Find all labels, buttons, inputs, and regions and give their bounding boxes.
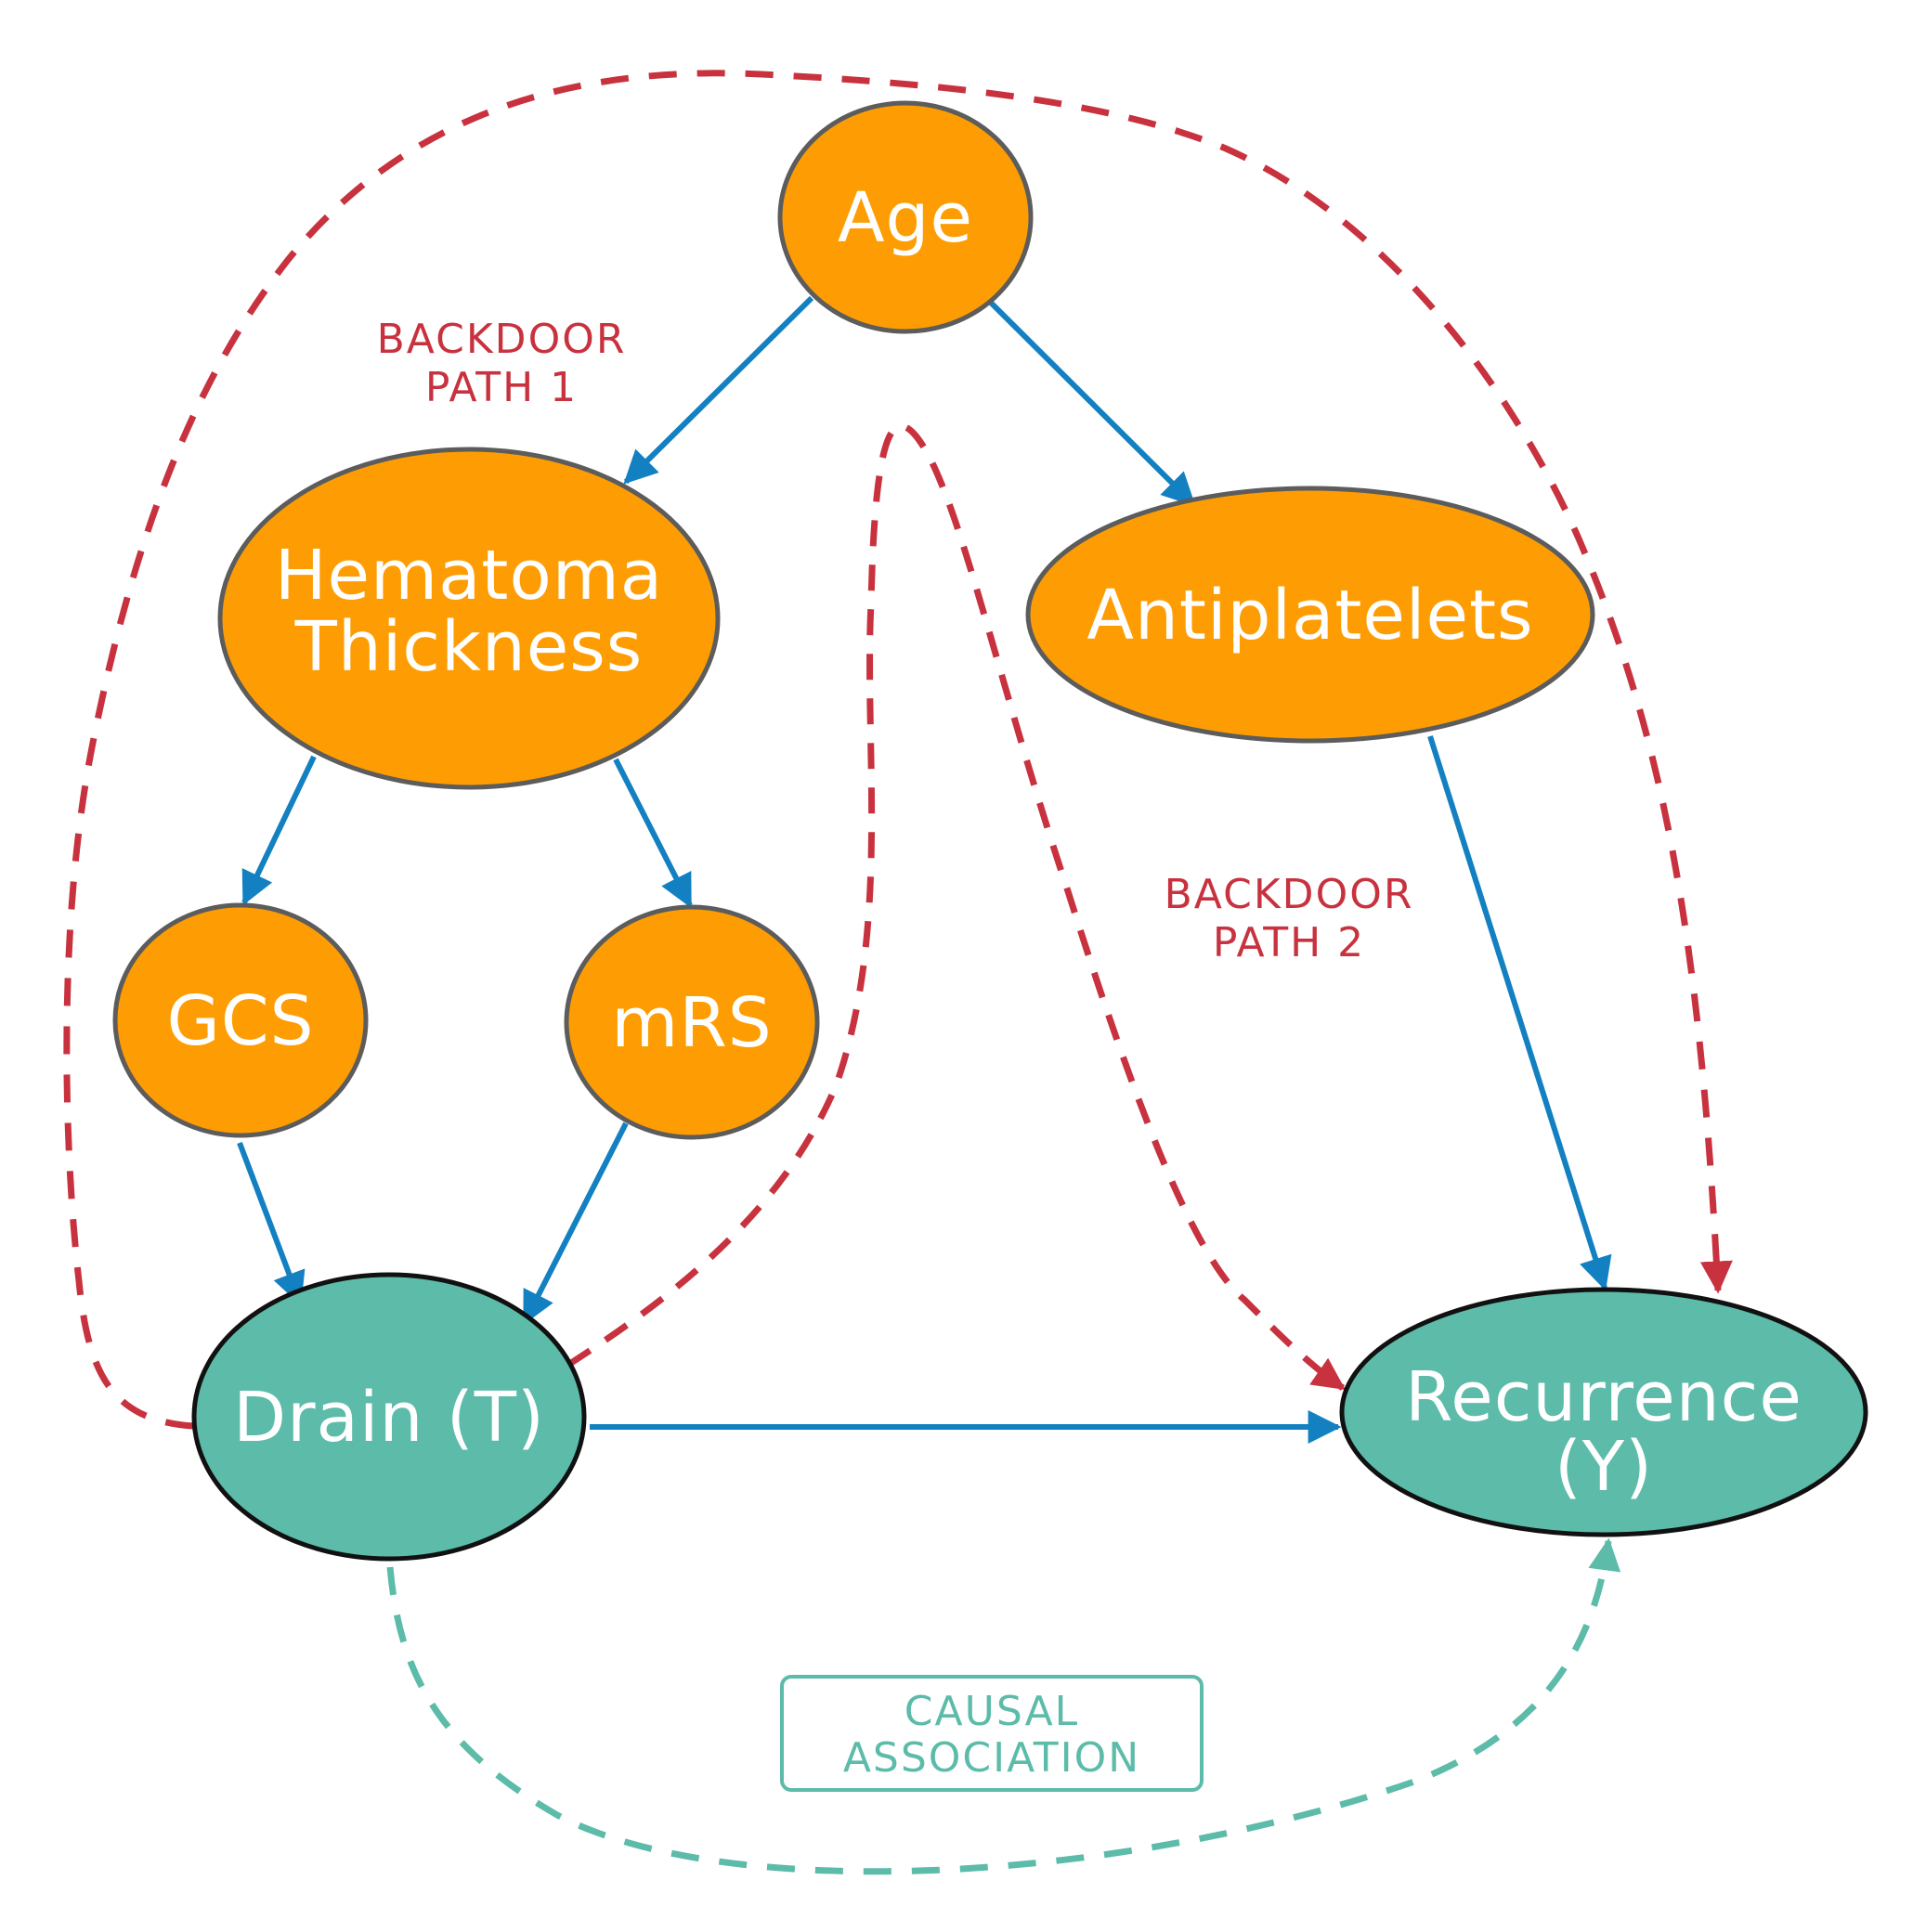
backdoor-path-2-label-line1: BACKDOOR: [1165, 871, 1414, 918]
node-hematoma-thickness: Hematoma Thickness: [217, 447, 721, 790]
backdoor-path-1-label: BACKDOOR PATH 1: [377, 316, 627, 411]
backdoor-path-2-label: BACKDOOR PATH 2: [1165, 871, 1414, 966]
edge-antiplatelets-recurrence: [1427, 735, 1612, 1291]
backdoor-path-2: [566, 422, 1346, 1391]
node-gcs-label: GCS: [167, 981, 315, 1061]
node-antiplatelets-label: Antiplatelets: [1087, 576, 1533, 655]
node-hematoma-label-line1: Hematoma: [275, 536, 663, 616]
node-age-label: Age: [838, 178, 973, 258]
node-drain-treatment: Drain (T): [191, 1272, 587, 1562]
causal-association-label-line2: ASSOCIATION: [843, 1734, 1140, 1782]
node-recurrence-label-line1: Recurrence: [1405, 1357, 1802, 1437]
edge-age-antiplatelets: [986, 298, 1196, 507]
node-mrs-label: mRS: [611, 983, 772, 1063]
edge-hematoma-mrs: [613, 758, 693, 909]
edge-gcs-drain: [237, 1141, 306, 1306]
edge-mrs-drain: [522, 1122, 629, 1326]
node-drain-label: Drain (T): [233, 1378, 545, 1458]
node-mrs: mRS: [564, 904, 820, 1140]
backdoor-path-1-label-line1: BACKDOOR: [377, 316, 627, 363]
node-recurrence-label-line2: (Y): [1555, 1427, 1653, 1507]
backdoor-path-1: [63, 70, 1733, 1430]
node-antiplatelets: Antiplatelets: [1025, 486, 1595, 744]
edge-age-hematoma: [623, 295, 814, 485]
node-recurrence-outcome: Recurrence (Y): [1339, 1287, 1868, 1537]
causal-association-label: CAUSAL ASSOCIATION: [780, 1675, 1204, 1792]
backdoor-path-2-label-line2: PATH 2: [1213, 919, 1365, 966]
node-gcs: GCS: [112, 902, 369, 1138]
causal-association-label-line1: CAUSAL: [904, 1688, 1079, 1735]
backdoor-path-1-label-line2: PATH 1: [425, 364, 578, 411]
edge-hematoma-gcs: [241, 755, 317, 906]
node-hematoma-label-line2: Thickness: [294, 607, 644, 687]
node-age: Age: [777, 100, 1034, 334]
